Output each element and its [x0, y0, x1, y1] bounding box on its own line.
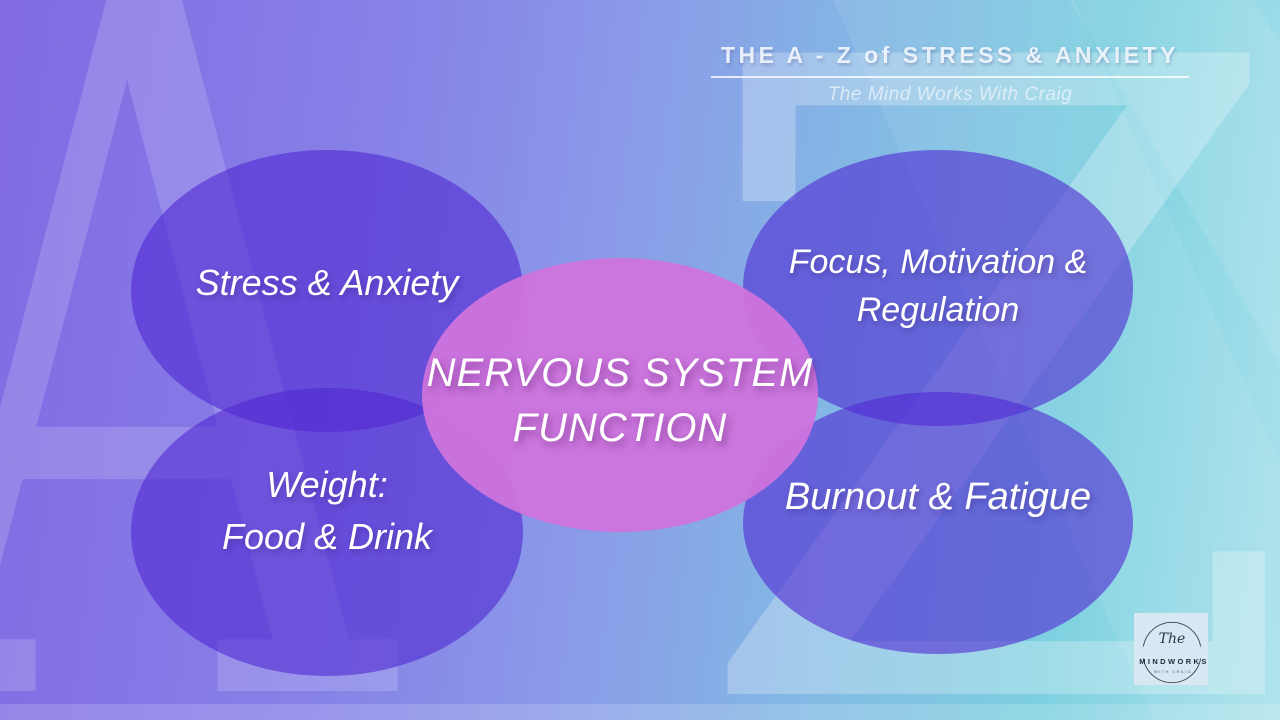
label-line: Regulation: [856, 291, 1020, 329]
logo-brand: MINDWORKS: [1139, 657, 1208, 666]
label-stress-anxiety: Stress & Anxiety: [131, 261, 523, 305]
label-line: Burnout & Fatigue: [784, 476, 1092, 518]
label-line: Focus, Motivation &: [788, 243, 1088, 281]
label-focus-motivation-regulation: Focus, Motivation & Regulation: [723, 238, 1153, 334]
label-nervous-system-function: NERVOUS SYSTEM FUNCTION: [420, 346, 820, 456]
label-line: NERVOUS SYSTEM: [426, 351, 814, 395]
label-line: Weight:: [266, 464, 388, 505]
label-line: FUNCTION: [512, 406, 728, 450]
ellipse-nervous-system-function: [422, 258, 818, 532]
header: THE A - Z of STRESS & ANXIETY The Mind W…: [690, 42, 1210, 106]
label-burnout-fatigue: Burnout & Fatigue: [723, 475, 1153, 519]
slide-title: THE A - Z of STRESS & ANXIETY: [720, 42, 1179, 68]
bottom-light-band: [0, 704, 1280, 720]
logo-circle-icon: [1142, 621, 1202, 684]
label-line: Food & Drink: [221, 516, 433, 557]
slide-subtitle: The Mind Works With Craig: [827, 84, 1073, 105]
title-underline: [711, 76, 1189, 78]
mindworks-logo: The MINDWORKS WITH CRAIG: [1134, 613, 1208, 685]
label-weight-food-drink: Weight: Food & Drink: [131, 459, 523, 563]
label-line: Stress & Anxiety: [195, 262, 459, 303]
logo-script: The: [1159, 631, 1186, 647]
logo-tagline: WITH CRAIG: [1154, 669, 1192, 674]
